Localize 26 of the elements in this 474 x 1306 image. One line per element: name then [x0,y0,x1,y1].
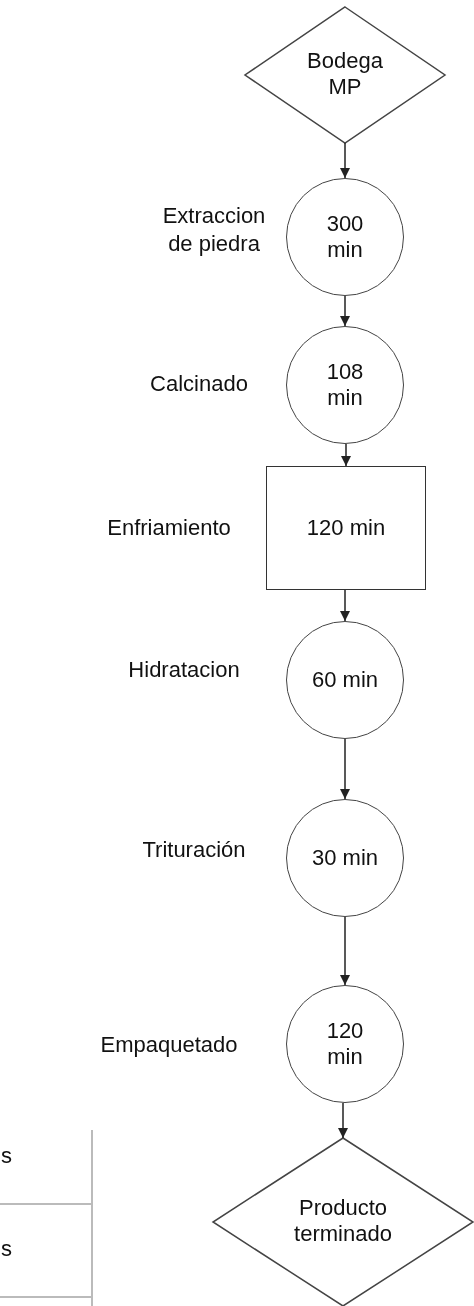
process-box [266,466,426,590]
arrow [339,295,351,327]
table-text: s [1,1143,12,1169]
arrow [339,738,351,800]
step-label: Enfriamiento [106,514,232,542]
node-text: Bodega MP [306,48,384,101]
step-label: Empaquetado [99,1031,239,1059]
step-label: Trituración [141,836,247,864]
step-label: Hidratacion [127,656,241,684]
arrow [337,1102,349,1139]
node-text: 120 min [306,514,386,542]
arrow [339,916,351,986]
table-text: s [1,1236,12,1262]
decision-diamond [243,6,447,144]
node-text: 300 min [325,210,365,264]
arrow [339,142,351,179]
arrow [340,443,352,467]
step-label: Extraccion de piedra [161,202,267,257]
node-text: 120 min [325,1017,365,1071]
node-text: 60 min [311,666,378,694]
step-label: Calcinado [149,370,249,398]
node-text: 108 min [325,358,365,412]
node-text: 30 min [311,844,378,872]
decision-diamond [211,1137,474,1306]
node-text: Producto terminado [293,1195,393,1248]
arrow [339,589,351,622]
